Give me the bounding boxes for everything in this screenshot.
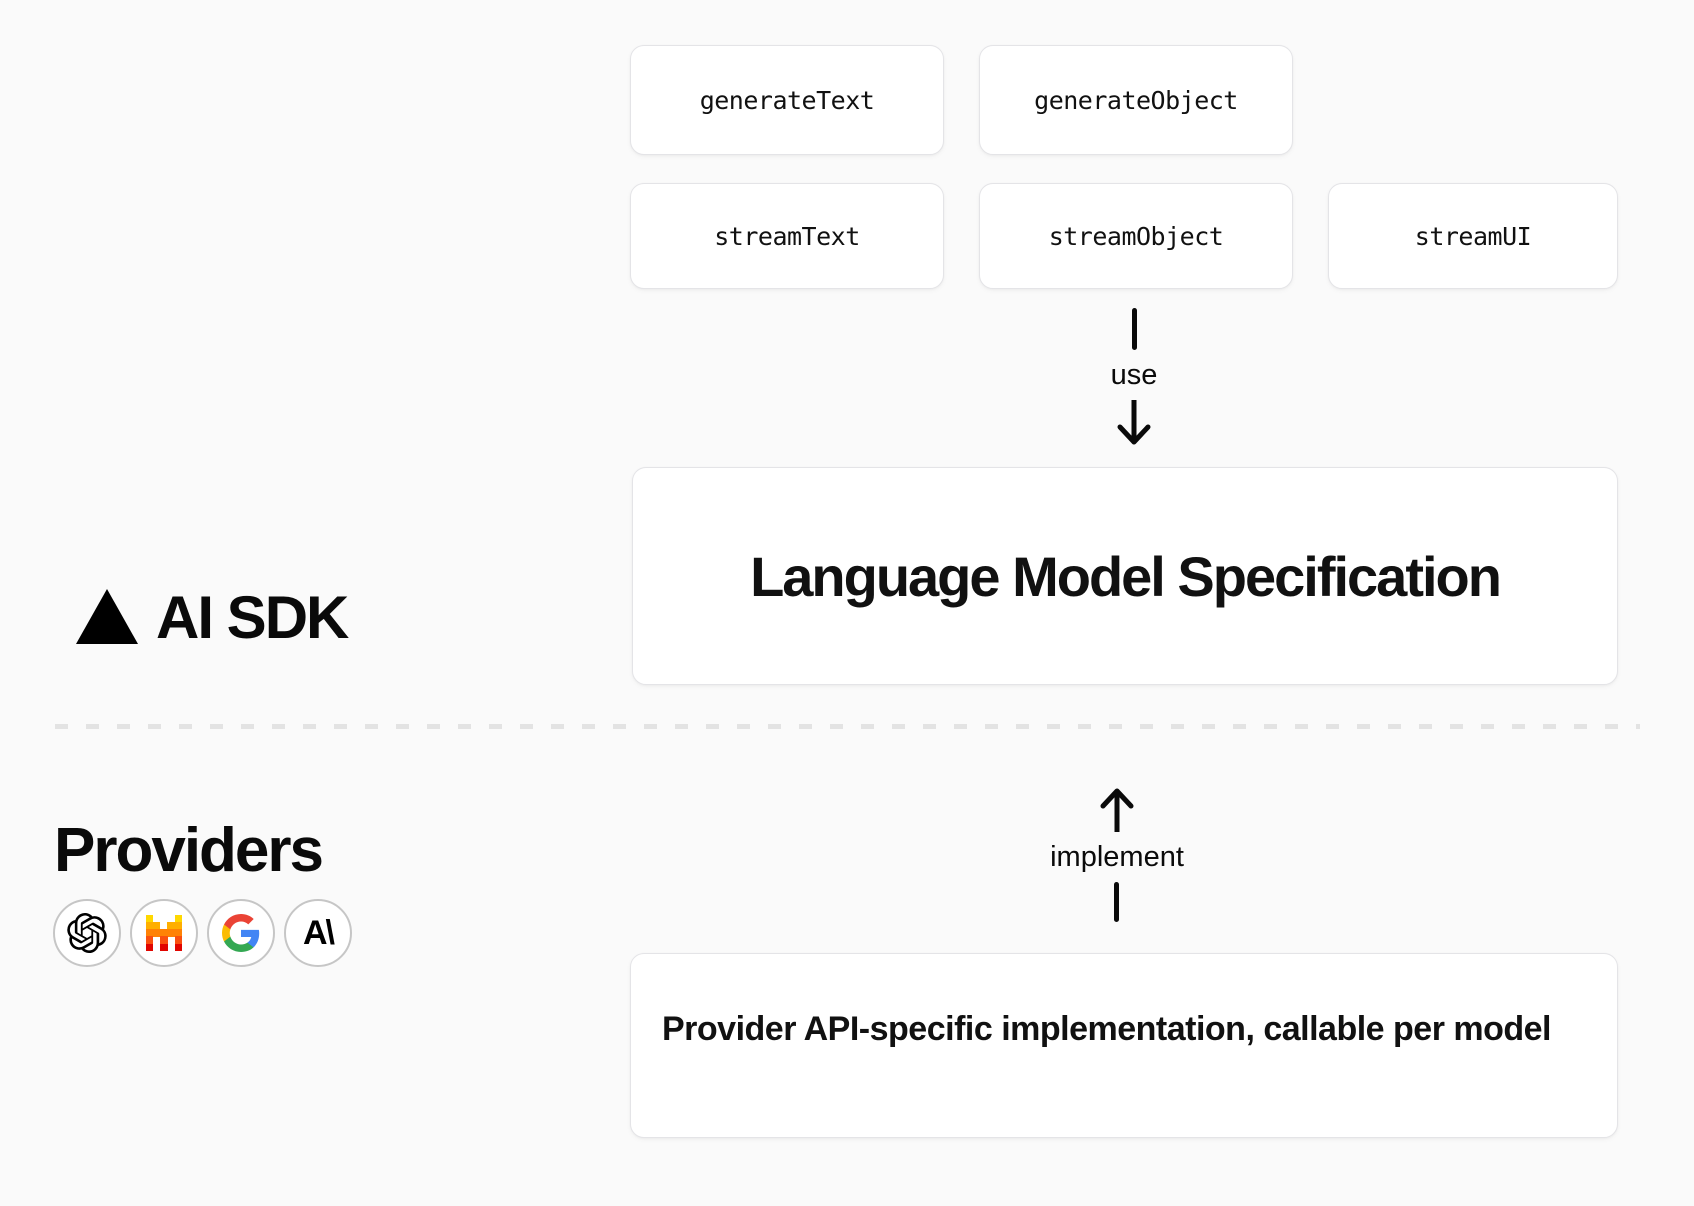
ai-sdk-label: AI SDK [156, 584, 349, 651]
openai-provider-badge [53, 899, 121, 967]
section-divider [55, 724, 1640, 729]
function-box-stream-ui: streamUI [1328, 183, 1618, 289]
openai-icon [67, 913, 107, 953]
function-box-stream-text: streamText [630, 183, 944, 289]
provider-implementation-box: Provider API-specific implementation, ca… [630, 953, 1618, 1138]
function-box-generate-object: generateObject [979, 45, 1293, 155]
mistral-icon [145, 914, 183, 952]
use-arrow-line-top [1132, 308, 1137, 350]
use-arrow-label: use [1110, 359, 1158, 391]
google-icon [222, 914, 260, 952]
implement-arrow-line-bottom [1114, 882, 1119, 922]
vercel-triangle-icon [76, 588, 138, 644]
provider-implementation-text: Provider API-specific implementation, ca… [662, 1010, 1552, 1048]
language-model-specification-box: Language Model Specification [632, 467, 1618, 685]
language-model-specification-title: Language Model Specification [750, 544, 1502, 608]
function-box-stream-object: streamObject [979, 183, 1293, 289]
providers-heading: Providers [54, 816, 324, 885]
anthropic-icon: A\ [303, 914, 335, 952]
up-arrow-icon [1100, 788, 1134, 832]
anthropic-provider-badge: A\ [284, 899, 352, 967]
mistral-provider-badge [130, 899, 198, 967]
function-box-generate-text: generateText [630, 45, 944, 155]
down-arrow-icon [1117, 400, 1151, 445]
implement-arrow-label: implement [1050, 841, 1184, 873]
ai-sdk-brand: AI SDK [76, 584, 349, 651]
google-provider-badge [207, 899, 275, 967]
